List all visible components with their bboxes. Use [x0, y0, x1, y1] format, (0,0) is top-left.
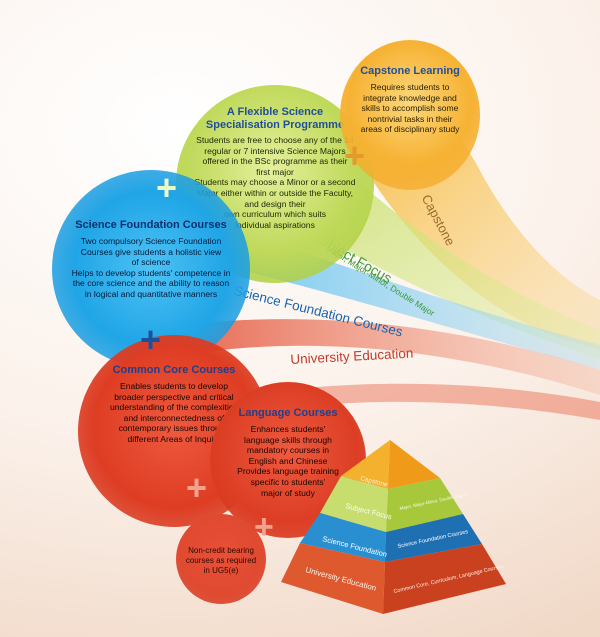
- language-courses-circle: Language Courses Enhances students' lang…: [210, 382, 366, 538]
- noncredit-circle: Non-credit bearing courses as required i…: [176, 514, 266, 604]
- plus-icon-common-core: +: [186, 467, 208, 508]
- pyramid-left-capstone: [341, 440, 390, 489]
- plus-icon-science-foundation: +: [140, 319, 162, 360]
- science-foundation-title: Science Foundation Courses: [75, 219, 227, 231]
- capstone-learning-title: Capstone Learning: [360, 65, 460, 77]
- plus-icon-subject-focus: +: [156, 167, 178, 208]
- pyramid-right-science: [385, 514, 482, 562]
- university-education-ribbon: [150, 319, 600, 395]
- pyramid-right-capstone: [388, 440, 440, 489]
- capstone-learning-body: Requires students to integrate knowledge…: [360, 82, 460, 135]
- flexible-science-title: A Flexible Science Specialisation Progra…: [205, 106, 345, 131]
- science-foundation-body: Two compulsory Science Foundation Course…: [71, 236, 231, 299]
- noncredit-body: Non-credit bearing courses as required i…: [185, 546, 257, 575]
- flexible-science-body: Students are free to choose any of the 1…: [194, 135, 356, 230]
- capstone-learning-circle: Capstone Learning Requires students to i…: [340, 40, 480, 190]
- language-courses-body: Enhances students' language skills throu…: [237, 424, 339, 498]
- plus-icon-language: +: [254, 508, 274, 546]
- pyramid-left-subject: [320, 476, 388, 532]
- common-core-title: Common Core Courses: [112, 364, 236, 376]
- plus-icon-capstone: +: [344, 135, 366, 176]
- pyramid-right-university: [383, 544, 506, 614]
- language-courses-title: Language Courses: [238, 407, 338, 419]
- common-core-body: Enables students to develop broader pers…: [109, 381, 239, 444]
- science-foundation-circle: Science Foundation Courses Two compulsor…: [52, 170, 250, 368]
- pyramid-left-science: [300, 513, 386, 562]
- pyramid-left-university: [281, 543, 385, 614]
